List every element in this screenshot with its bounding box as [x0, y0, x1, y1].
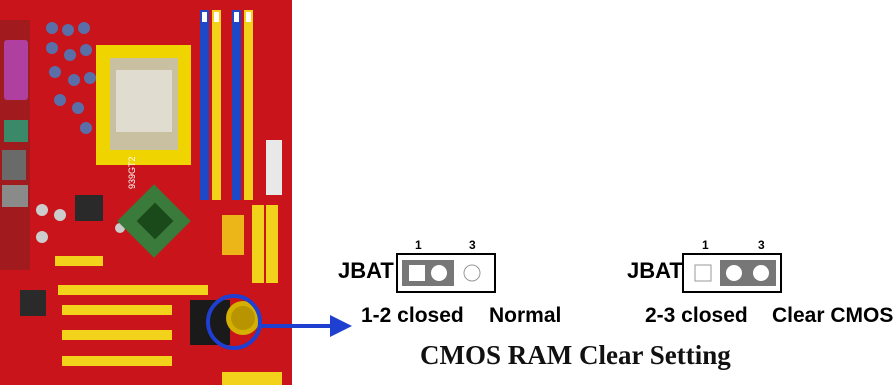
jbat-label-left: JBAT — [338, 258, 394, 283]
diagram-caption: CMOS RAM Clear Setting — [420, 340, 731, 370]
pin-1-square — [694, 264, 712, 282]
mode-label-left: Normal — [489, 304, 562, 327]
pin-number-3-left: 3 — [469, 238, 476, 252]
pin-number-1-right: 1 — [702, 238, 709, 252]
pin-3-circle — [463, 264, 481, 282]
jumper-diagram-right — [682, 253, 782, 293]
motherboard-photo: 939GT2 — [0, 0, 292, 385]
board-model-text: 939GT2 — [127, 156, 137, 189]
pin-number-1-left: 1 — [415, 238, 422, 252]
pin-3-circle — [753, 265, 769, 281]
pin-2-circle — [726, 265, 742, 281]
setting-label-right: 2-3 closed — [645, 304, 748, 327]
mode-label-right: Clear CMOS — [772, 304, 894, 327]
setting-label-left: 1-2 closed — [361, 304, 464, 327]
pin-1-square — [409, 265, 425, 281]
jumper-diagram-left — [396, 253, 496, 293]
pin-2-circle — [431, 265, 447, 281]
jbat-label-right: JBAT — [627, 258, 683, 283]
pointer-arrow — [258, 315, 352, 337]
pin-number-3-right: 3 — [758, 238, 765, 252]
